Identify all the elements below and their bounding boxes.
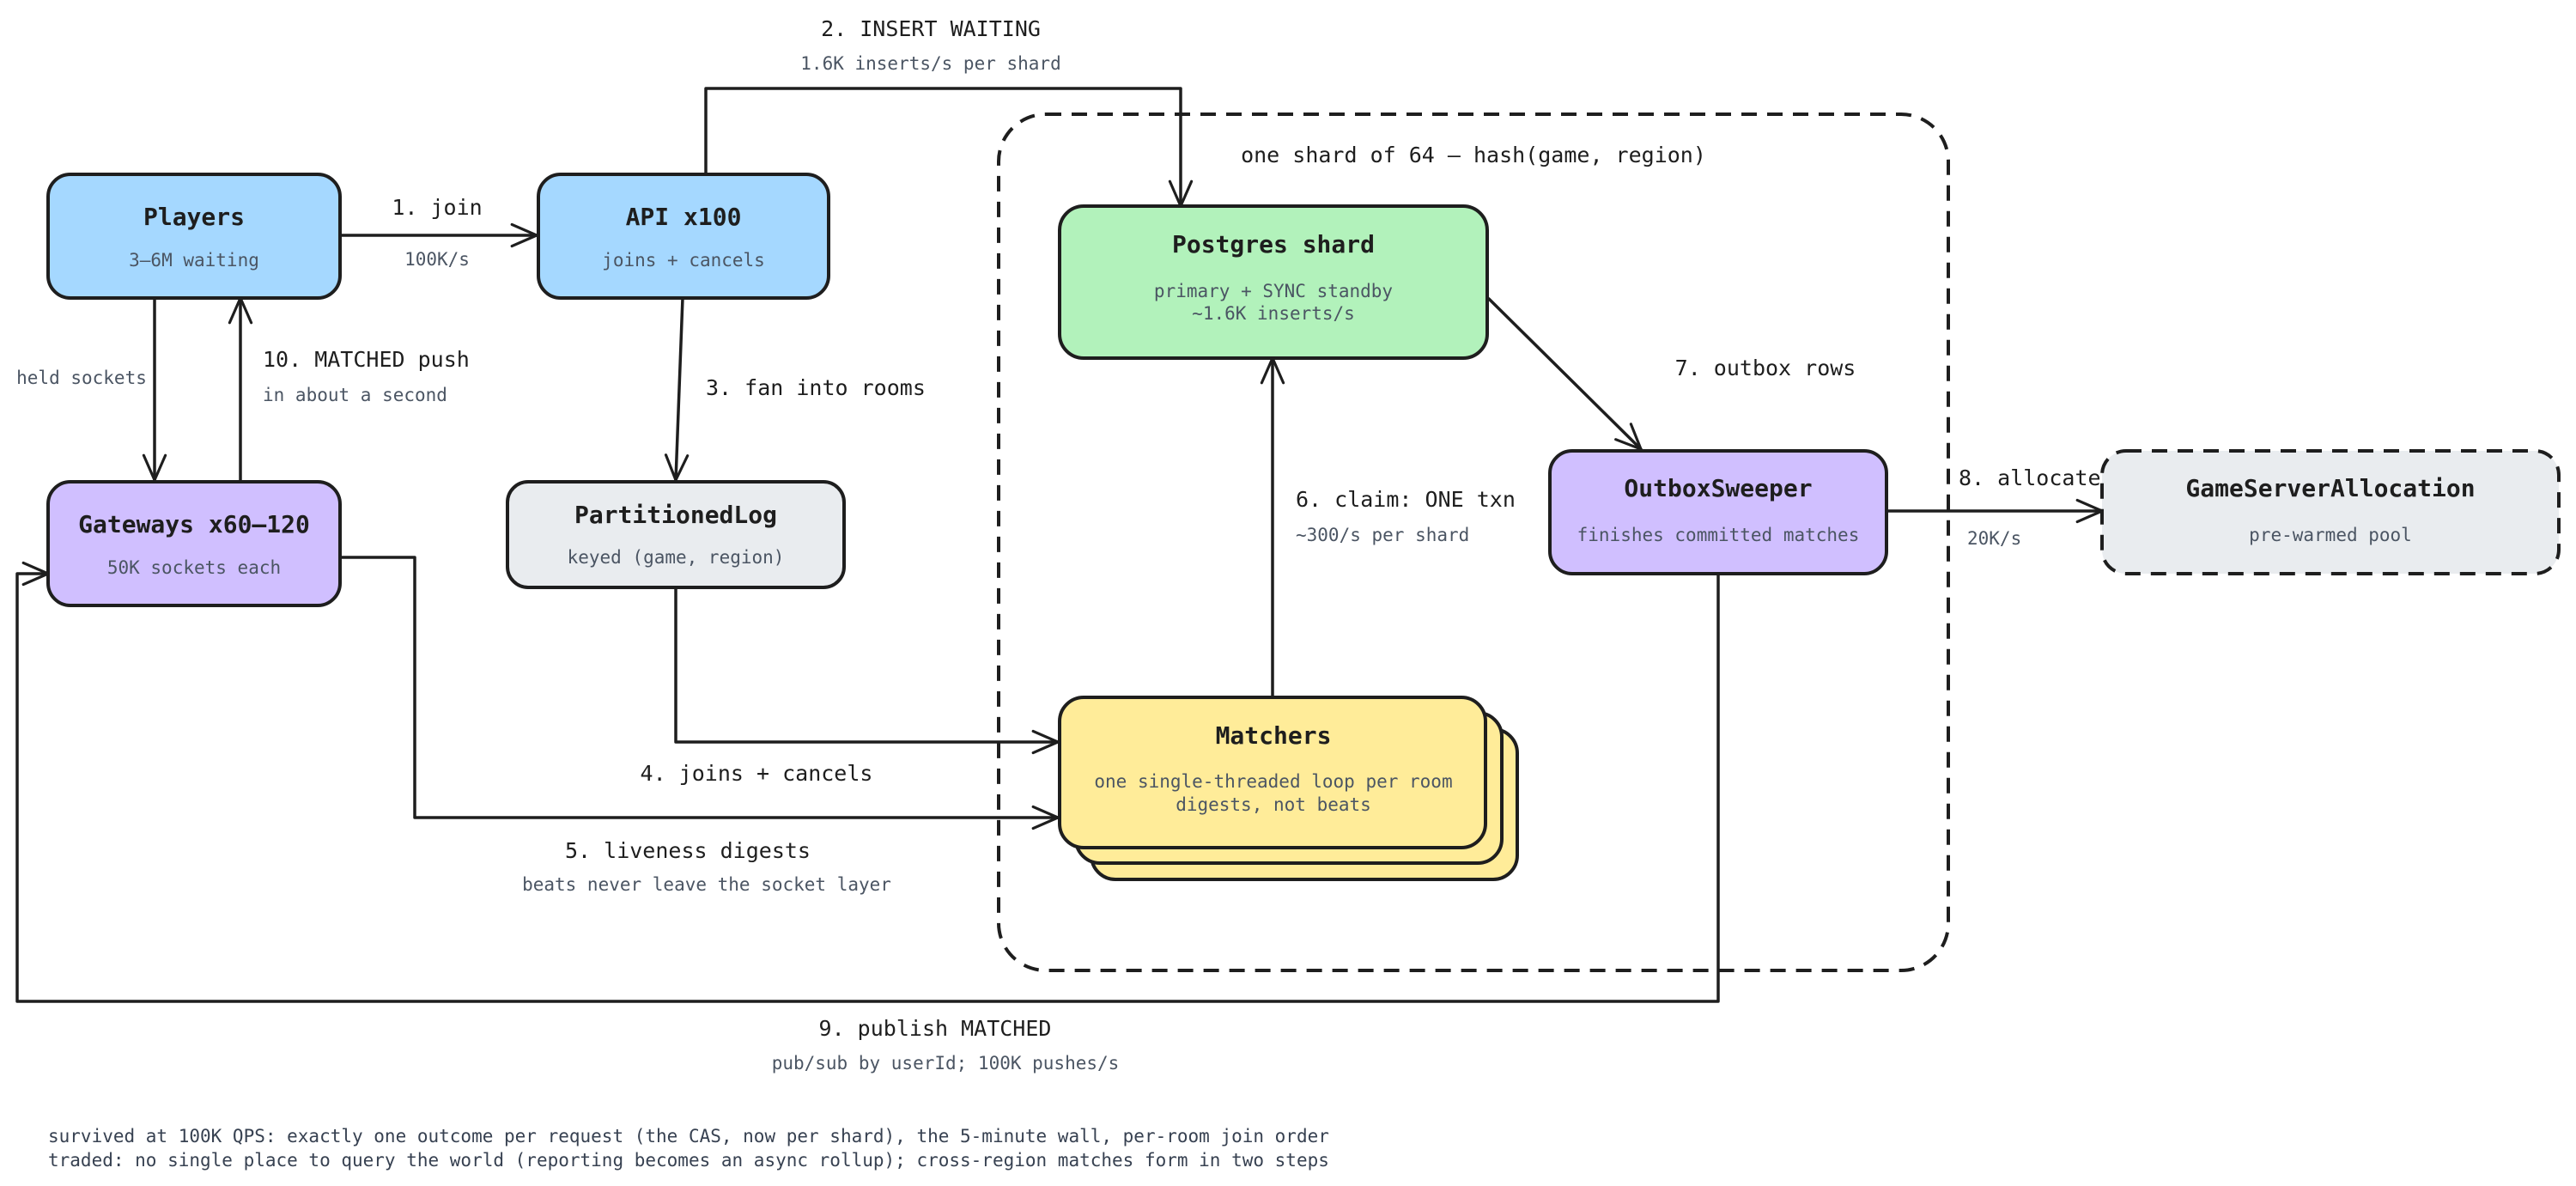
node-outbox-sweeper: OutboxSweeper finishes committed matches [1548,449,1888,575]
node-subtitle: joins + cancels [602,250,765,271]
node-game-server-allocation: GameServerAllocation pre-warmed pool [2100,449,2561,575]
node-title: GameServerAllocation [2185,474,2475,502]
node-subtitle: finishes committed matches [1577,525,1860,545]
label-held-sockets: held sockets [16,368,147,388]
node-title: Matchers [1216,721,1332,750]
node-subtitle: pre-warmed pool [2249,525,2412,545]
label-liveness-digests: 5. liveness digests [565,838,811,863]
node-title: OutboxSweeper [1624,474,1812,502]
edge-liveness-digests [338,556,1060,830]
node-title: PartitionedLog [574,501,777,529]
node-subtitle: 50K sockets each [107,557,281,578]
label-insert-waiting: 2. INSERT WAITING [821,16,1041,41]
label-joins-cancels: 4. joins + cancels [641,761,873,786]
note-insert-waiting: 1.6K inserts/s per shard [800,53,1060,74]
edge-fan-into-rooms [664,296,690,482]
note-liveness-digests: beats never leave the socket layer [522,874,891,895]
node-gateways: Gateways x60–120 50K sockets each [46,480,342,607]
footer-survived: survived at 100K QPS: exactly one outcom… [48,1126,1329,1146]
edge-insert-waiting [704,87,1194,208]
node-partitioned-log: PartitionedLog keyed (game, region) [506,480,846,589]
node-title: Postgres shard [1172,230,1375,258]
note-allocate: 20K/s [1967,528,2021,549]
node-subtitle: digests, not beats [1176,794,1371,815]
node-subtitle: primary + SYNC standby [1154,281,1393,301]
edge-outbox-rows [1487,297,1643,451]
label-join: 1. join [392,195,482,220]
node-subtitle: keyed (game, region) [568,547,785,568]
label-matched-push: 10. MATCHED push [263,347,470,372]
label-outbox-rows: 7. outbox rows [1675,356,1856,380]
node-subtitle: 3–6M waiting [129,250,259,271]
footer-traded: traded: no single place to query the wor… [48,1150,1329,1171]
node-postgres-shard: Postgres shard primary + SYNC standby ~1… [1058,204,1489,360]
note-publish-matched: pub/sub by userId; 100K pushes/s [772,1053,1120,1073]
label-allocate: 8. allocate [1959,465,2101,490]
node-subtitle: ~1.6K inserts/s [1192,303,1355,324]
note-matched-push: in about a second [263,385,447,405]
edge-publish-matched [15,561,1720,1003]
node-api: API x100 joins + cancels [537,173,830,300]
matchers-stack-front [1058,696,1487,849]
shard-group-label: one shard of 64 – hash(game, region) [1241,143,1706,167]
edge-joins-cancels [674,586,1060,755]
node-title: Players [143,203,245,231]
label-claim: 6. claim: ONE txn [1296,487,1516,512]
shard-group-boundary [997,113,1950,972]
node-title: API x100 [626,203,742,231]
node-matchers: Matchers one single-threaded loop per ro… [1058,696,1519,881]
note-join: 100K/s [404,249,470,270]
node-subtitle: one single-threaded loop per room [1094,771,1452,792]
node-title: Gateways x60–120 [78,510,310,538]
label-fan-into-rooms: 3. fan into rooms [706,375,926,400]
node-players: Players 3–6M waiting [46,173,342,300]
edges [15,87,2104,1003]
note-claim: ~300/s per shard [1296,525,1469,545]
label-publish-matched: 9. publish MATCHED [819,1016,1052,1041]
